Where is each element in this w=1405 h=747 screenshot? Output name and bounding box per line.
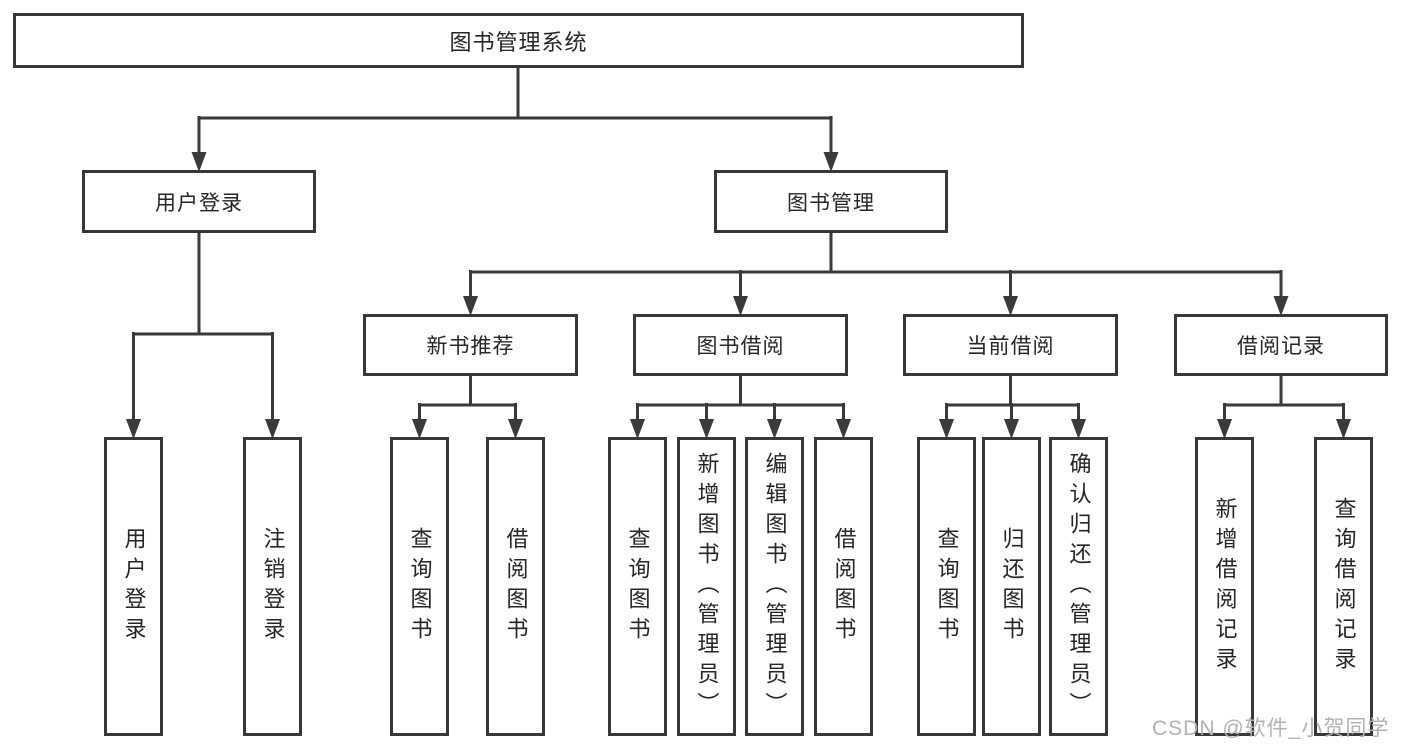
node-library-system: 图书管理系统 [13, 13, 1024, 68]
node-current-borrow-label: 当前借阅 [966, 335, 1055, 358]
leaf-record-add-label: 新增借阅记录 [1212, 496, 1238, 677]
leaf-borrow-add-admin-label: 新增图书（管理员） [694, 451, 720, 722]
leaf-user-login: 用户登录 [104, 437, 163, 736]
leaf-current-return: 归还图书 [982, 437, 1041, 736]
leaf-borrow-book-label: 借阅图书 [831, 526, 857, 647]
leaf-newbook-query-label: 查询图书 [407, 526, 433, 647]
node-book-management: 图书管理 [714, 170, 948, 233]
leaf-current-query-label: 查询图书 [934, 526, 960, 647]
node-book-borrow-label: 图书借阅 [696, 335, 785, 358]
node-borrow-record-label: 借阅记录 [1237, 335, 1325, 358]
leaf-current-return-label: 归还图书 [999, 526, 1025, 647]
leaf-newbook-borrow: 借阅图书 [486, 437, 545, 736]
leaf-current-confirm-admin-label: 确认归还（管理员） [1066, 451, 1092, 722]
csdn-watermark: CSDN @软件_小贺同学 [1152, 717, 1390, 740]
node-library-system-label: 图书管理系统 [449, 29, 588, 55]
leaf-newbook-borrow-label: 借阅图书 [503, 526, 529, 647]
leaf-borrow-edit-admin-label: 编辑图书（管理员） [762, 451, 788, 722]
leaf-record-query-label: 查询借阅记录 [1331, 496, 1357, 677]
leaf-newbook-query: 查询图书 [390, 437, 449, 736]
leaf-borrow-book: 借阅图书 [814, 437, 873, 736]
node-user-login-label: 用户登录 [155, 191, 243, 215]
arrowheads [126, 152, 1351, 439]
node-borrow-record: 借阅记录 [1174, 314, 1388, 376]
node-new-book-recommend: 新书推荐 [363, 314, 578, 376]
leaf-borrow-query: 查询图书 [608, 437, 667, 736]
node-current-borrow: 当前借阅 [903, 314, 1118, 376]
leaf-record-query: 查询借阅记录 [1314, 437, 1373, 736]
leaf-record-add: 新增借阅记录 [1195, 437, 1254, 736]
leaf-borrow-query-label: 查询图书 [625, 526, 651, 647]
leaf-logout: 注销登录 [243, 437, 302, 736]
leaf-logout-label: 注销登录 [260, 526, 286, 647]
leaf-borrow-edit-admin: 编辑图书（管理员） [745, 437, 804, 736]
leaf-user-login-label: 用户登录 [121, 526, 147, 647]
leaf-borrow-add-admin: 新增图书（管理员） [677, 437, 736, 736]
node-new-book-recommend-label: 新书推荐 [426, 335, 515, 358]
node-book-management-label: 图书管理 [787, 191, 875, 215]
leaf-current-query: 查询图书 [917, 437, 976, 736]
node-book-borrow: 图书借阅 [633, 314, 848, 376]
node-user-login: 用户登录 [82, 170, 316, 233]
leaf-current-confirm-admin: 确认归还（管理员） [1049, 437, 1108, 736]
